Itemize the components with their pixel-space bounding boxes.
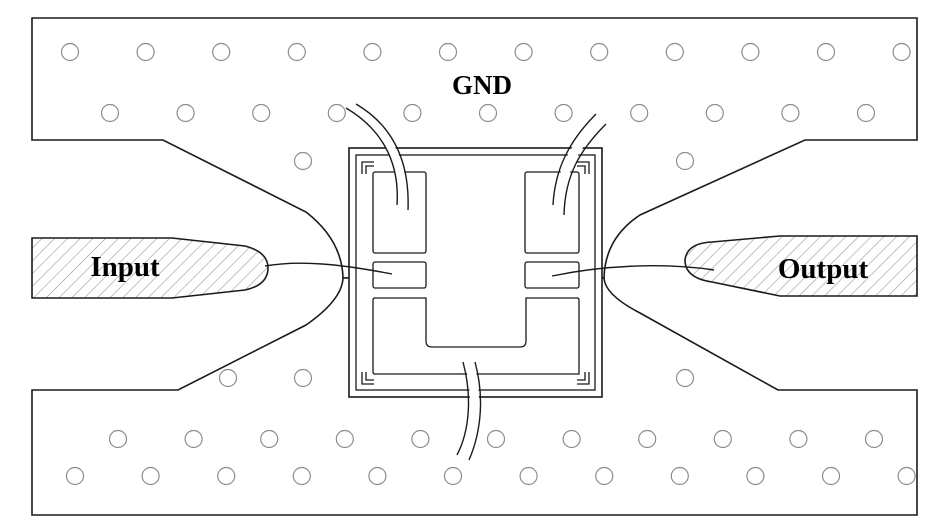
via-hole — [141, 466, 160, 486]
via-hole — [260, 429, 279, 449]
via-hole — [856, 103, 876, 123]
via-hole — [675, 368, 695, 388]
chip-ground-pad-right — [524, 171, 580, 254]
via-hole — [438, 42, 458, 62]
via-hole — [136, 42, 155, 62]
via-hole — [293, 368, 313, 388]
via-hole — [821, 466, 841, 486]
chip-corner-mark — [361, 372, 374, 385]
via-hole — [327, 103, 346, 123]
via-hole — [293, 151, 313, 171]
via-hole — [670, 466, 689, 486]
via-hole — [108, 429, 128, 449]
chip-corner-mark — [361, 161, 374, 174]
via-hole — [486, 429, 506, 449]
via-hole — [595, 466, 614, 486]
chip-ground-pad-bottom — [372, 297, 580, 375]
via-hole — [363, 42, 382, 62]
chip-input-pad — [372, 261, 427, 289]
via-hole — [705, 103, 724, 123]
via-hole — [287, 42, 306, 62]
via-hole — [212, 42, 231, 62]
bond-wires — [264, 103, 715, 461]
via-hole — [100, 103, 120, 123]
via-hole — [403, 103, 422, 123]
via-hole — [519, 466, 538, 486]
via-holes — [60, 42, 916, 486]
via-hole — [590, 42, 609, 62]
via-hole — [176, 103, 195, 123]
via-hole — [554, 103, 573, 123]
via-hole — [781, 103, 800, 123]
via-hole — [478, 103, 498, 123]
chip-corner-mark — [577, 161, 590, 174]
via-hole — [411, 429, 430, 449]
output-label: Output — [778, 253, 869, 285]
via-hole — [335, 429, 354, 449]
input-feedline — [31, 237, 269, 299]
via-hole — [897, 466, 916, 486]
via-hole — [638, 429, 657, 449]
via-hole — [864, 429, 884, 449]
via-hole — [665, 42, 684, 62]
via-hole — [892, 42, 911, 62]
output-feedline — [684, 235, 918, 297]
via-hole — [630, 103, 649, 123]
via-hole — [741, 42, 760, 62]
via-hole — [217, 466, 236, 486]
via-hole — [368, 466, 387, 486]
via-hole — [65, 466, 85, 486]
via-hole — [252, 103, 271, 123]
via-hole — [816, 42, 836, 62]
ground-label: GND — [452, 70, 512, 100]
via-hole — [60, 42, 80, 62]
via-hole — [562, 429, 581, 449]
via-hole — [292, 466, 311, 486]
chip-corner-mark — [577, 372, 590, 385]
via-hole — [675, 151, 695, 171]
via-hole — [218, 368, 238, 388]
via-hole — [443, 466, 463, 486]
via-hole — [746, 466, 765, 486]
via-hole — [713, 429, 732, 449]
chip-output-pad — [524, 261, 580, 289]
via-hole — [514, 42, 533, 62]
via-hole — [789, 429, 808, 449]
via-hole — [184, 429, 203, 449]
input-label: Input — [90, 251, 160, 283]
